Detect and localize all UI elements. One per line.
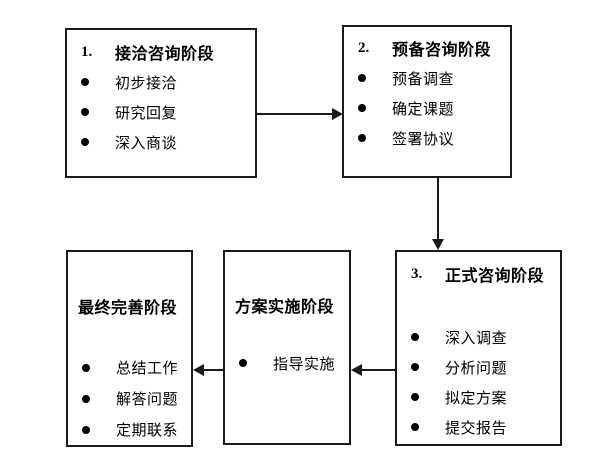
list-item: 分析问题 bbox=[397, 352, 560, 382]
list-item: 总结工作 bbox=[68, 352, 191, 383]
arrow-left-icon bbox=[193, 364, 204, 376]
stage-3-item: 深入调查 bbox=[445, 330, 508, 347]
bullet-icon bbox=[411, 333, 419, 341]
stage-box-2: 2. 预备咨询阶段 预备调查 确定课题 签署协议 bbox=[342, 25, 512, 178]
stage-3-item: 拟定方案 bbox=[445, 390, 508, 407]
stage-2-title: 预备咨询阶段 bbox=[392, 42, 492, 59]
stage-4-item: 指导实施 bbox=[273, 356, 336, 373]
list-item: 深入商谈 bbox=[67, 127, 255, 157]
list-item: 拟定方案 bbox=[397, 382, 560, 412]
stage-2-item: 签署协议 bbox=[392, 131, 455, 148]
arrow-line bbox=[362, 369, 395, 371]
stage-4-title: 方案实施阶段 bbox=[235, 299, 335, 316]
list-item: 深入调查 bbox=[397, 322, 560, 352]
list-item: 定期联系 bbox=[68, 414, 191, 445]
stage-3-title: 正式咨询阶段 bbox=[445, 268, 545, 285]
bullet-icon bbox=[411, 363, 419, 371]
stage-1-title: 接洽咨询阶段 bbox=[115, 46, 215, 63]
arrow-line bbox=[204, 369, 223, 371]
stage-1-item: 深入商谈 bbox=[115, 135, 178, 152]
stage-1-item: 初步接洽 bbox=[115, 75, 178, 92]
stage-2-title-row: 2. 预备咨询阶段 bbox=[344, 33, 510, 63]
stage-1-number: 1. bbox=[81, 43, 93, 60]
bullet-icon bbox=[81, 108, 89, 116]
list-item: 指导实施 bbox=[225, 348, 349, 378]
bullet-icon bbox=[81, 138, 89, 146]
bullet-icon bbox=[411, 393, 419, 401]
stage-2-item: 确定课题 bbox=[392, 101, 455, 118]
list-item: 初步接洽 bbox=[67, 67, 255, 97]
stage-1-item: 研究回复 bbox=[115, 105, 178, 122]
stage-5-title-row: 最终完善阶段 bbox=[68, 290, 191, 321]
arrow-right-icon bbox=[332, 108, 343, 120]
stage-5-item: 解答问题 bbox=[116, 392, 179, 408]
stage-3-item: 提交报告 bbox=[445, 420, 508, 437]
stage-3-number: 3. bbox=[411, 265, 423, 282]
bullet-icon bbox=[358, 134, 366, 142]
stage-box-final: 最终完善阶段 总结工作 解答问题 定期联系 bbox=[66, 250, 193, 447]
arrow-down-icon bbox=[432, 239, 444, 250]
bullet-icon bbox=[411, 423, 419, 431]
stage-3-title-row: 3. 正式咨询阶段 bbox=[397, 259, 560, 289]
list-item: 研究回复 bbox=[67, 97, 255, 127]
stage-box-1: 1. 接洽咨询阶段 初步接洽 研究回复 深入商谈 bbox=[65, 28, 257, 178]
list-item: 解答问题 bbox=[68, 383, 191, 414]
stage-5-item: 定期联系 bbox=[116, 423, 179, 439]
bullet-icon bbox=[358, 104, 366, 112]
stage-box-implementation: 方案实施阶段 指导实施 bbox=[223, 250, 351, 445]
bullet-icon bbox=[239, 359, 247, 367]
stage-1-title-row: 1. 接洽咨询阶段 bbox=[67, 37, 255, 67]
bullet-icon bbox=[82, 394, 90, 403]
stage-5-item: 总结工作 bbox=[116, 361, 179, 377]
stage-5-title: 最终完善阶段 bbox=[78, 299, 178, 317]
bullet-icon bbox=[81, 78, 89, 86]
bullet-icon bbox=[82, 425, 90, 434]
stage-4-title-row: 方案实施阶段 bbox=[225, 290, 349, 320]
stage-box-3: 3. 正式咨询阶段 深入调查 分析问题 拟定方案 提交报告 bbox=[395, 250, 562, 446]
list-item: 确定课题 bbox=[344, 93, 510, 123]
list-item: 提交报告 bbox=[397, 412, 560, 442]
arrow-line bbox=[257, 113, 334, 115]
stage-2-item: 预备调查 bbox=[392, 71, 455, 88]
stage-3-item: 分析问题 bbox=[445, 360, 508, 377]
stage-2-number: 2. bbox=[358, 39, 370, 56]
arrow-line bbox=[437, 178, 439, 240]
bullet-icon bbox=[358, 74, 366, 82]
bullet-icon bbox=[82, 363, 90, 372]
list-item: 预备调查 bbox=[344, 63, 510, 93]
list-item: 签署协议 bbox=[344, 123, 510, 153]
arrow-left-icon bbox=[351, 364, 362, 376]
